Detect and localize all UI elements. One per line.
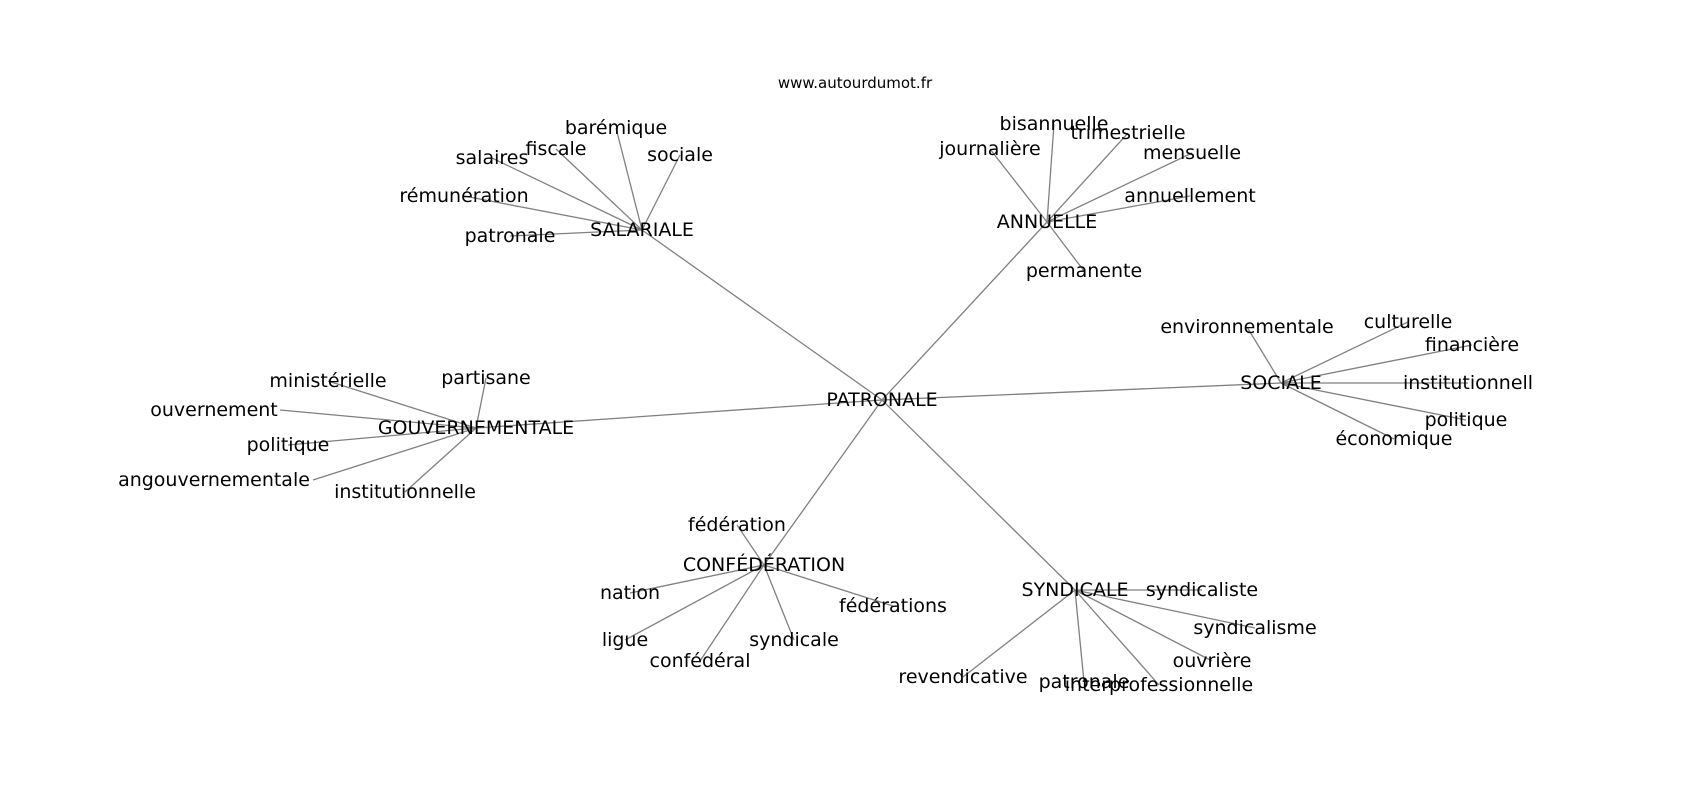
edge-sociale-economique [1280,382,1395,440]
leaf-node-financiere: financière [1425,334,1519,356]
edge-center-gouvernementale [475,399,883,429]
edge-confederation-ligue [624,564,765,641]
hub-node-sociale: SOCIALE [1240,372,1321,394]
leaf-node-ligue: ligue [602,629,648,651]
leaf-node-baremique: barémique [565,117,667,139]
leaf-node-ouvernement: ouvernement [150,399,278,421]
edge-salariale-patronale [509,229,643,237]
leaf-node-politique: politique [1425,409,1508,431]
site-watermark: www.autourdumot.fr [778,74,933,92]
leaf-node-angouvernementale: angouvernementale [118,469,310,491]
edge-salariale-fiscale [555,148,643,231]
edge-salariale-sociale [641,154,681,231]
edge-annuelle-mensuelle [1046,152,1193,223]
edge-salariale-baremique [615,127,643,231]
leaf-node-trimestrielle: trimestrielle [1070,122,1185,144]
leaf-node-permanente: permanente [1026,260,1142,282]
edge-syndicale-interprofessionnelle [1074,589,1160,686]
edge-gouvernementale-ouvernement [279,409,477,429]
edge-confederation-federations [763,564,894,607]
leaf-node-interprofessionnelle: interprofessionnelle [1065,674,1253,696]
edge-sociale-financiere [1280,344,1473,384]
edge-syndicale-revendicative [962,589,1076,678]
edge-center-annuelle [881,221,1048,401]
edge-center-salariale [641,229,883,401]
leaf-node-ouvriere: ouvrière [1173,650,1252,672]
leaf-node-culturelle: culturelle [1364,311,1453,333]
edge-confederation-nation [629,564,765,594]
leaf-node-bisannuelle: bisannuelle [1000,113,1109,135]
leaf-node-revendicative: revendicative [898,666,1027,688]
edge-confederation-confederal [699,564,765,662]
hub-node-annuelle: ANNUELLE [997,211,1098,233]
edge-syndicale-patronale [1074,589,1085,683]
leaf-node-patronale: patronale [465,225,556,247]
edge-gouvernementale-politique [287,427,477,446]
leaf-node-syndicale: syndicale [749,629,839,651]
edge-syndicale-ouvriere [1074,589,1213,662]
leaf-node-economique: économique [1335,428,1452,450]
leaf-node-salaires: salaires [456,147,529,169]
hub-node-syndicale: SYNDICALE [1022,579,1129,601]
edge-confederation-syndicale [763,564,795,641]
hub-node-confederation: CONFÉDÉRATION [683,553,845,576]
leaf-node-partisane: partisane [441,367,531,389]
edge-sociale-culturelle [1280,321,1409,384]
leaf-node-fiscale: fiscale [526,138,587,160]
edge-salariale-remuneration [463,195,643,231]
edge-gouvernementale-angouvernementale [312,427,477,481]
edge-annuelle-bisannuelle [1046,123,1055,223]
leaf-node-institutionnelle: institutionnelle [334,481,476,503]
hub-node-salariale: SALARIALE [590,219,694,241]
leaf-node-remuneration: rémunération [399,185,528,207]
edge-sociale-environnementale [1246,326,1282,384]
edge-syndicale-syndicalisme [1074,589,1256,629]
edge-annuelle-permanente [1046,221,1085,272]
center-node-label: PATRONALE [826,389,937,411]
edge-annuelle-annuellement [1046,195,1191,223]
leaf-node-nation: nation [600,582,660,604]
edge-annuelle-trimestrielle [1046,132,1129,223]
edge-gouvernementale-institutionnelle [404,427,477,493]
leaf-node-patronale: patronale [1039,671,1130,693]
leaf-node-mensuelle: mensuelle [1143,142,1241,164]
edge-center-syndicale [881,399,1076,591]
leaf-node-institutionnell: institutionnell [1403,372,1533,394]
labels-layer: PATRONALE SALARIALE barémiquefiscalesalair… [118,113,1533,696]
leaf-node-annuellement: annuellement [1124,185,1255,207]
leaf-node-sociale: sociale [647,144,713,166]
leaf-node-confederal: confédéral [650,650,751,672]
edge-annuelle-journaliere [989,148,1048,223]
hub-node-gouvernementale: GOUVERNEMENTALE [378,417,574,439]
edge-salariale-salaires [491,157,643,231]
edge-center-sociale [881,382,1282,401]
edges-layer [279,123,1473,686]
leaf-node-environnementale: environnementale [1160,316,1333,338]
leaf-node-federations: fédérations [839,595,947,617]
leaf-node-journaliere: journalière [938,138,1040,160]
edge-center-confederation [763,399,883,566]
leaf-node-politique: politique [247,434,330,456]
leaf-node-syndicalisme: syndicalisme [1193,617,1316,639]
edge-confederation-federation [736,524,765,566]
leaf-node-syndicaliste: syndicaliste [1146,579,1258,601]
edge-gouvernementale-partisane [475,377,487,429]
leaf-node-federation: fédération [688,514,786,536]
leaf-node-ministerielle: ministérielle [269,370,386,392]
edge-sociale-politique [1280,382,1467,421]
edge-gouvernementale-ministerielle [327,380,477,429]
